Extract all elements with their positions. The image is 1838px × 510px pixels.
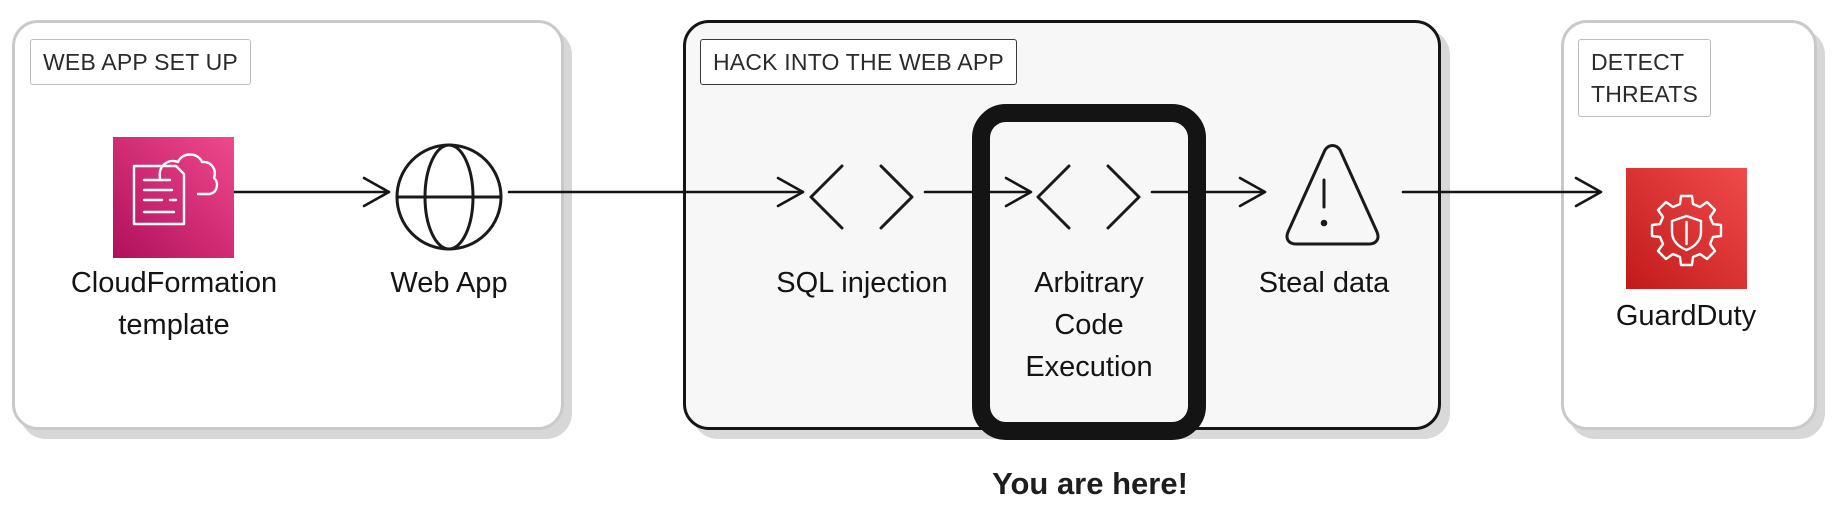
node-label-sqli: SQL injection bbox=[776, 267, 948, 299]
arrow-cloudformation-to-webapp bbox=[230, 176, 391, 208]
you-are-here-highlight bbox=[972, 104, 1206, 440]
section-hack-web-app bbox=[683, 20, 1441, 430]
code-brackets-icon bbox=[1036, 164, 1141, 230]
arrow-webapp-to-sqli bbox=[507, 176, 805, 208]
section-title-hack: HACK INTO THE WEB APP bbox=[700, 39, 1017, 85]
section-web-app-setup bbox=[12, 20, 564, 430]
node-label-ace: Arbitrary Code Execution bbox=[1025, 267, 1153, 383]
code-brackets-icon bbox=[809, 164, 914, 230]
globe-icon bbox=[395, 143, 503, 251]
arrow-ace-to-steal bbox=[1150, 176, 1267, 208]
guardduty-icon bbox=[1626, 168, 1747, 289]
section-title-setup: WEB APP SET UP bbox=[30, 39, 251, 85]
node-label-webapp: Web App bbox=[390, 267, 508, 299]
arrow-steal-to-guardduty bbox=[1401, 176, 1603, 208]
node-label-cloudformation: CloudFormation template bbox=[70, 267, 278, 341]
node-label-guardduty: GuardDuty bbox=[1615, 300, 1757, 332]
cloudformation-icon bbox=[113, 137, 234, 258]
you-are-here-label: You are here! bbox=[992, 466, 1188, 501]
node-label-steal: Steal data bbox=[1258, 267, 1390, 299]
warning-icon bbox=[1285, 144, 1380, 246]
section-title-detect: DETECT THREATS bbox=[1578, 39, 1712, 117]
